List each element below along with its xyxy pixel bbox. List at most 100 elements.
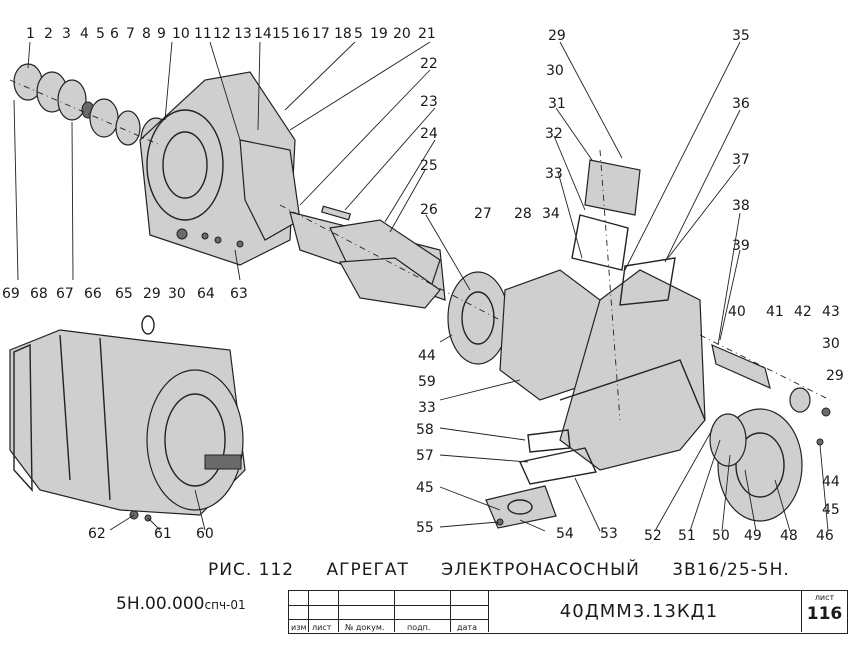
- document-code: 5Н.00.000спч-01: [116, 594, 246, 614]
- callout: 45: [822, 502, 840, 518]
- callout: 35: [732, 28, 750, 44]
- callout: 26: [420, 202, 438, 218]
- callout: 16: [292, 26, 310, 42]
- column-label: подп.: [407, 623, 431, 632]
- column-label: № докум.: [345, 623, 385, 632]
- callouts-center: 22 23 24 25 26 27 28 34 29 30 31 32 33 3…: [420, 28, 750, 254]
- callout: 20: [393, 26, 411, 42]
- centre-lines: [9, 79, 831, 421]
- callout: 30: [822, 336, 840, 352]
- callout: 1: [26, 26, 35, 42]
- end-cover: [709, 343, 831, 522]
- callout: 34: [542, 206, 560, 222]
- screw-rotors: [289, 205, 446, 309]
- callout: 7: [126, 26, 135, 42]
- callout: 5: [96, 26, 105, 42]
- callout: 46: [816, 528, 834, 544]
- callout: 42: [794, 304, 812, 320]
- callout: 28: [514, 206, 532, 222]
- callout: 49: [744, 528, 762, 544]
- callout: 45: [416, 480, 434, 496]
- callout: 23: [420, 94, 438, 110]
- callout: 61: [154, 526, 172, 542]
- callout: 41: [766, 304, 784, 320]
- callout: 24: [420, 126, 438, 142]
- callout: 22: [420, 56, 438, 72]
- gaskets-and-flanges: [485, 429, 598, 529]
- callout: 2: [44, 26, 53, 42]
- callout: 12: [213, 26, 231, 42]
- callout: 33: [418, 400, 436, 416]
- callout: 62: [88, 526, 106, 542]
- callout: 14: [254, 26, 272, 42]
- callout: 10: [172, 26, 190, 42]
- callouts-bottom: 44 59 33 58 57 45 55 54 53 62 61 60: [88, 348, 618, 542]
- callout: 59: [418, 374, 436, 390]
- callout: 51: [678, 528, 696, 544]
- callout: 37: [732, 152, 750, 168]
- callout: 29: [548, 28, 566, 44]
- callout: 13: [234, 26, 252, 42]
- callout: 17: [312, 26, 330, 42]
- pump-housing: [447, 159, 706, 471]
- callout: 18: [334, 26, 352, 42]
- callout: 38: [732, 198, 750, 214]
- callout: 6: [110, 26, 119, 42]
- sheet-box: лист 116: [801, 591, 847, 632]
- callout: 21: [418, 26, 436, 42]
- callout: 30: [168, 286, 186, 302]
- callout: 25: [420, 158, 438, 174]
- callout: 53: [600, 526, 618, 542]
- callout: 9: [157, 26, 166, 42]
- callout: 58: [416, 422, 434, 438]
- document-designation: 40ДММ3.13КД1: [559, 601, 719, 622]
- column-label: дата: [457, 623, 477, 632]
- callout: 55: [416, 520, 434, 536]
- callout: 8: [142, 26, 151, 42]
- caption-word-type: ЭЛЕКТРОНАСОСНЫЙ: [441, 560, 640, 580]
- callout: 60: [196, 526, 214, 542]
- callout: 54: [556, 526, 574, 542]
- caption-model: 3В16/25-5Н.: [672, 560, 790, 580]
- caption-word-unit: АГРЕГАТ: [326, 560, 409, 580]
- callout: 40: [728, 304, 746, 320]
- callouts-top: 1 2 3 4 5 6 7 8 9 10 11 12 13 14 15 16 1…: [26, 26, 436, 42]
- assembled-unit-view: [9, 315, 246, 522]
- leader-lines: [13, 41, 829, 532]
- callout: 29: [826, 368, 844, 384]
- callout: 44: [822, 474, 840, 490]
- callout: 43: [822, 304, 840, 320]
- figure-caption: РИС. 112 АГРЕГАТ ЭЛЕКТРОНАСОСНЫЙ 3В16/25…: [208, 560, 828, 588]
- callout: 15: [272, 26, 290, 42]
- callout: 66: [84, 286, 102, 302]
- callout: 63: [230, 286, 248, 302]
- callout: 64: [197, 286, 215, 302]
- callout: 52: [644, 528, 662, 544]
- document-code-suffix: спч-01: [204, 598, 246, 612]
- callout: 50: [712, 528, 730, 544]
- callout: 67: [56, 286, 74, 302]
- sheet-label: лист: [814, 593, 835, 602]
- figure-number: РИС. 112: [208, 560, 295, 580]
- callout: 19: [370, 26, 388, 42]
- motor-bracket: [139, 71, 301, 266]
- callout: 65: [115, 286, 133, 302]
- callout: 31: [548, 96, 566, 112]
- exploded-assembly-drawing: 1 2 3 4 5 6 7 8 9 10 11 12 13 14 15 16 1…: [2, 26, 844, 544]
- callout: 57: [416, 448, 434, 464]
- callout: 36: [732, 96, 750, 112]
- callout: 32: [545, 126, 563, 142]
- callout: 69: [2, 286, 20, 302]
- callout: 11: [194, 26, 212, 42]
- callout: 33: [545, 166, 563, 182]
- callout: 48: [780, 528, 798, 544]
- callout: 29: [143, 286, 161, 302]
- callout: 3: [62, 26, 71, 42]
- callout: 44: [418, 348, 436, 364]
- column-label: изм: [291, 623, 307, 632]
- sheet-number: 116: [806, 604, 843, 624]
- column-label: лист: [312, 623, 332, 632]
- callout: 27: [474, 206, 492, 222]
- callout: 4: [80, 26, 89, 42]
- title-block: изм лист № докум. подп. дата 40ДММ3.13КД…: [288, 590, 848, 634]
